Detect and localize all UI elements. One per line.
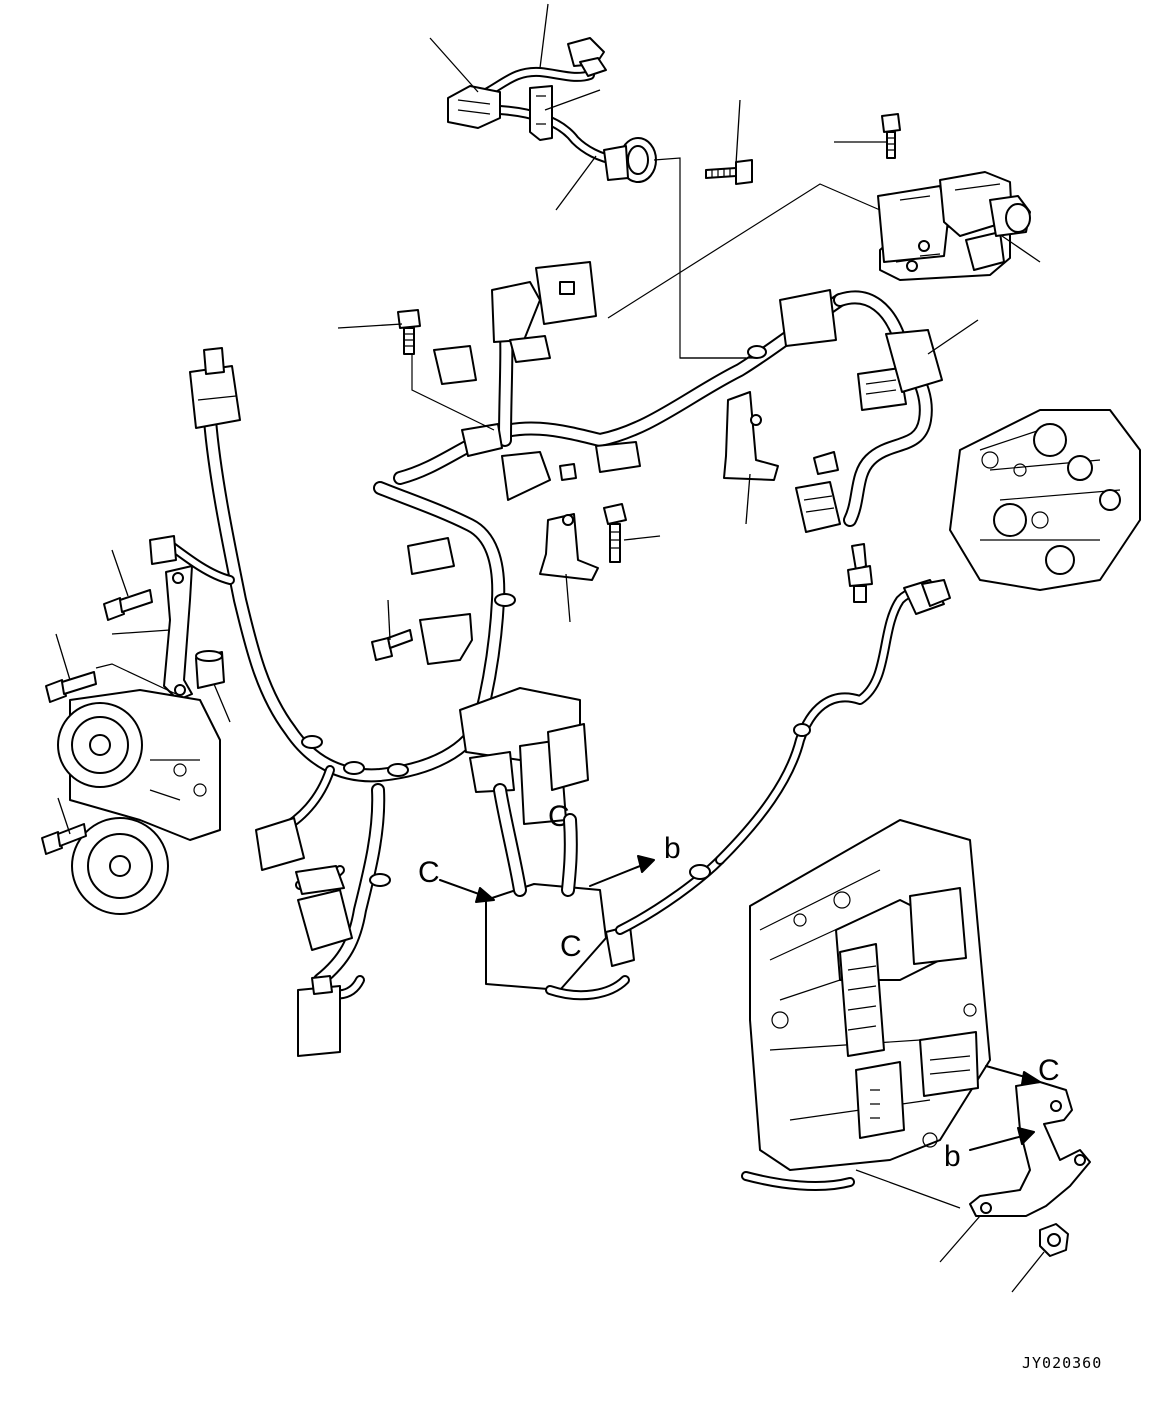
leader-lines xyxy=(55,3,1045,1293)
connector-icon xyxy=(779,289,943,411)
bracket-icon xyxy=(419,613,473,665)
bolt-icon xyxy=(603,503,627,563)
connector-icon xyxy=(903,579,951,615)
bracket-icon xyxy=(969,1081,1091,1217)
connector-icon xyxy=(567,37,607,77)
clamp-icon xyxy=(689,723,811,880)
transmission-icon xyxy=(741,819,991,1192)
pump-icon xyxy=(949,409,1141,591)
bracket-icon xyxy=(539,513,599,581)
nut-icon xyxy=(1039,1223,1069,1257)
bolt-icon xyxy=(397,309,421,355)
idler-assembly xyxy=(41,535,225,915)
bracket-icon xyxy=(723,391,779,481)
view-mark-c-lower: C xyxy=(560,930,582,963)
bolt-icon xyxy=(371,629,413,661)
connector-icon xyxy=(447,85,501,129)
bolt-icon xyxy=(881,113,901,159)
bolt-icon xyxy=(45,671,97,703)
view-arrow-c-bracket xyxy=(985,1065,1041,1085)
relay-module xyxy=(877,113,1031,281)
top-sub-harness xyxy=(447,37,753,185)
lower-left-connectors xyxy=(255,817,353,1057)
view-arrow-c-main xyxy=(439,879,495,903)
view-label-b-bracket: b xyxy=(944,1140,961,1173)
connector-icon xyxy=(433,261,597,385)
view-label-b-main: b xyxy=(664,832,681,865)
central-connector-block: C C xyxy=(459,579,951,1001)
bolt-icon xyxy=(103,589,153,621)
bolt-icon xyxy=(705,159,753,185)
view-label-c-bracket: C xyxy=(1038,1054,1060,1087)
bolt-icon xyxy=(559,463,577,481)
pulley-icon xyxy=(57,689,221,915)
view-label-c-main: C xyxy=(418,856,440,889)
view-arrow-b-bracket xyxy=(969,1127,1035,1151)
bracket-icon xyxy=(149,535,193,701)
bolt-icon xyxy=(41,823,87,855)
sensor-icon xyxy=(847,543,873,603)
clamp-icon xyxy=(301,345,767,887)
drawing-code: JY020360 xyxy=(1022,1354,1102,1372)
connector-icon xyxy=(189,347,241,429)
connector-icon xyxy=(407,423,641,575)
connector-icon xyxy=(795,451,841,533)
spacer-icon xyxy=(195,650,225,689)
grommet-icon xyxy=(603,137,657,183)
bracket-icon xyxy=(529,85,553,141)
view-arrow-b-main xyxy=(589,855,655,887)
